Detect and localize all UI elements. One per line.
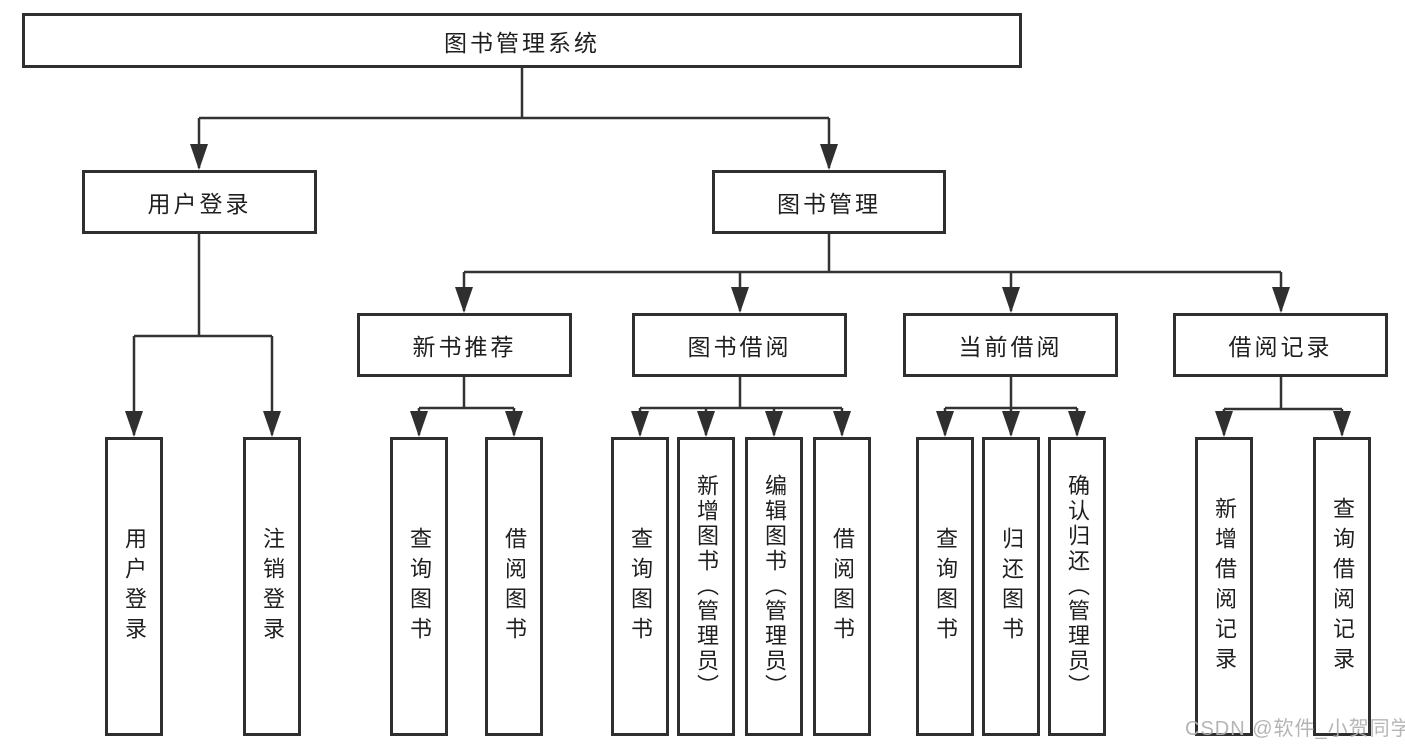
leaf-return-books-label: 归还图书 xyxy=(999,526,1024,647)
leaf-query-books-borrow-label: 查询图书 xyxy=(628,526,653,647)
leaf-user-login: 用户登录 xyxy=(105,437,163,736)
leaf-confirm-return-admin: 确认归还（管理员） xyxy=(1048,437,1106,736)
leaf-add-borrow-record-label: 新增借阅记录 xyxy=(1212,496,1237,677)
csdn-watermark: CSDN @软件_小贺同学 xyxy=(1185,718,1405,740)
leaf-add-books-admin-label: 新增图书（管理员） xyxy=(694,474,719,699)
leaf-borrow-books: 借阅图书 xyxy=(813,437,871,736)
leaf-edit-books-admin: 编辑图书（管理员） xyxy=(745,437,803,736)
node-book-management: 图书管理 xyxy=(712,170,946,234)
leaf-logout-label: 注销登录 xyxy=(260,526,285,647)
node-root-label: 图书管理系统 xyxy=(444,29,600,56)
leaf-query-borrow-record: 查询借阅记录 xyxy=(1313,437,1371,736)
leaf-query-books-borrow: 查询图书 xyxy=(611,437,669,736)
leaf-query-books-current: 查询图书 xyxy=(916,437,974,736)
node-current-borrow: 当前借阅 xyxy=(903,313,1118,377)
leaf-query-books-recommend-label: 查询图书 xyxy=(407,526,432,647)
leaf-user-login-label: 用户登录 xyxy=(122,526,147,647)
node-current-borrow-label: 当前借阅 xyxy=(958,334,1063,360)
node-new-book-recommend-label: 新书推荐 xyxy=(412,334,517,360)
node-borrow-record-label: 借阅记录 xyxy=(1228,334,1333,360)
node-user-login: 用户登录 xyxy=(82,170,317,234)
node-book-management-label: 图书管理 xyxy=(777,191,881,217)
leaf-confirm-return-admin-label: 确认归还（管理员） xyxy=(1065,474,1090,699)
node-book-borrow-label: 图书借阅 xyxy=(687,334,792,360)
leaf-query-books-recommend: 查询图书 xyxy=(390,437,448,736)
node-root: 图书管理系统 xyxy=(22,13,1022,68)
leaf-add-borrow-record: 新增借阅记录 xyxy=(1195,437,1253,736)
leaf-borrow-books-recommend-label: 借阅图书 xyxy=(502,526,527,647)
leaf-query-books-current-label: 查询图书 xyxy=(933,526,958,647)
connector-lines xyxy=(132,68,1344,435)
arrowheads xyxy=(125,144,1351,437)
leaf-edit-books-admin-label: 编辑图书（管理员） xyxy=(762,474,787,699)
node-user-login-label: 用户登录 xyxy=(147,191,252,217)
leaf-borrow-books-recommend: 借阅图书 xyxy=(485,437,543,736)
leaf-return-books: 归还图书 xyxy=(982,437,1040,736)
node-book-borrow: 图书借阅 xyxy=(632,313,847,377)
node-borrow-record: 借阅记录 xyxy=(1173,313,1388,377)
leaf-add-books-admin: 新增图书（管理员） xyxy=(677,437,735,736)
leaf-query-borrow-record-label: 查询借阅记录 xyxy=(1330,496,1355,677)
leaf-logout: 注销登录 xyxy=(243,437,301,736)
node-new-book-recommend: 新书推荐 xyxy=(357,313,572,377)
leaf-borrow-books-label: 借阅图书 xyxy=(830,526,855,647)
